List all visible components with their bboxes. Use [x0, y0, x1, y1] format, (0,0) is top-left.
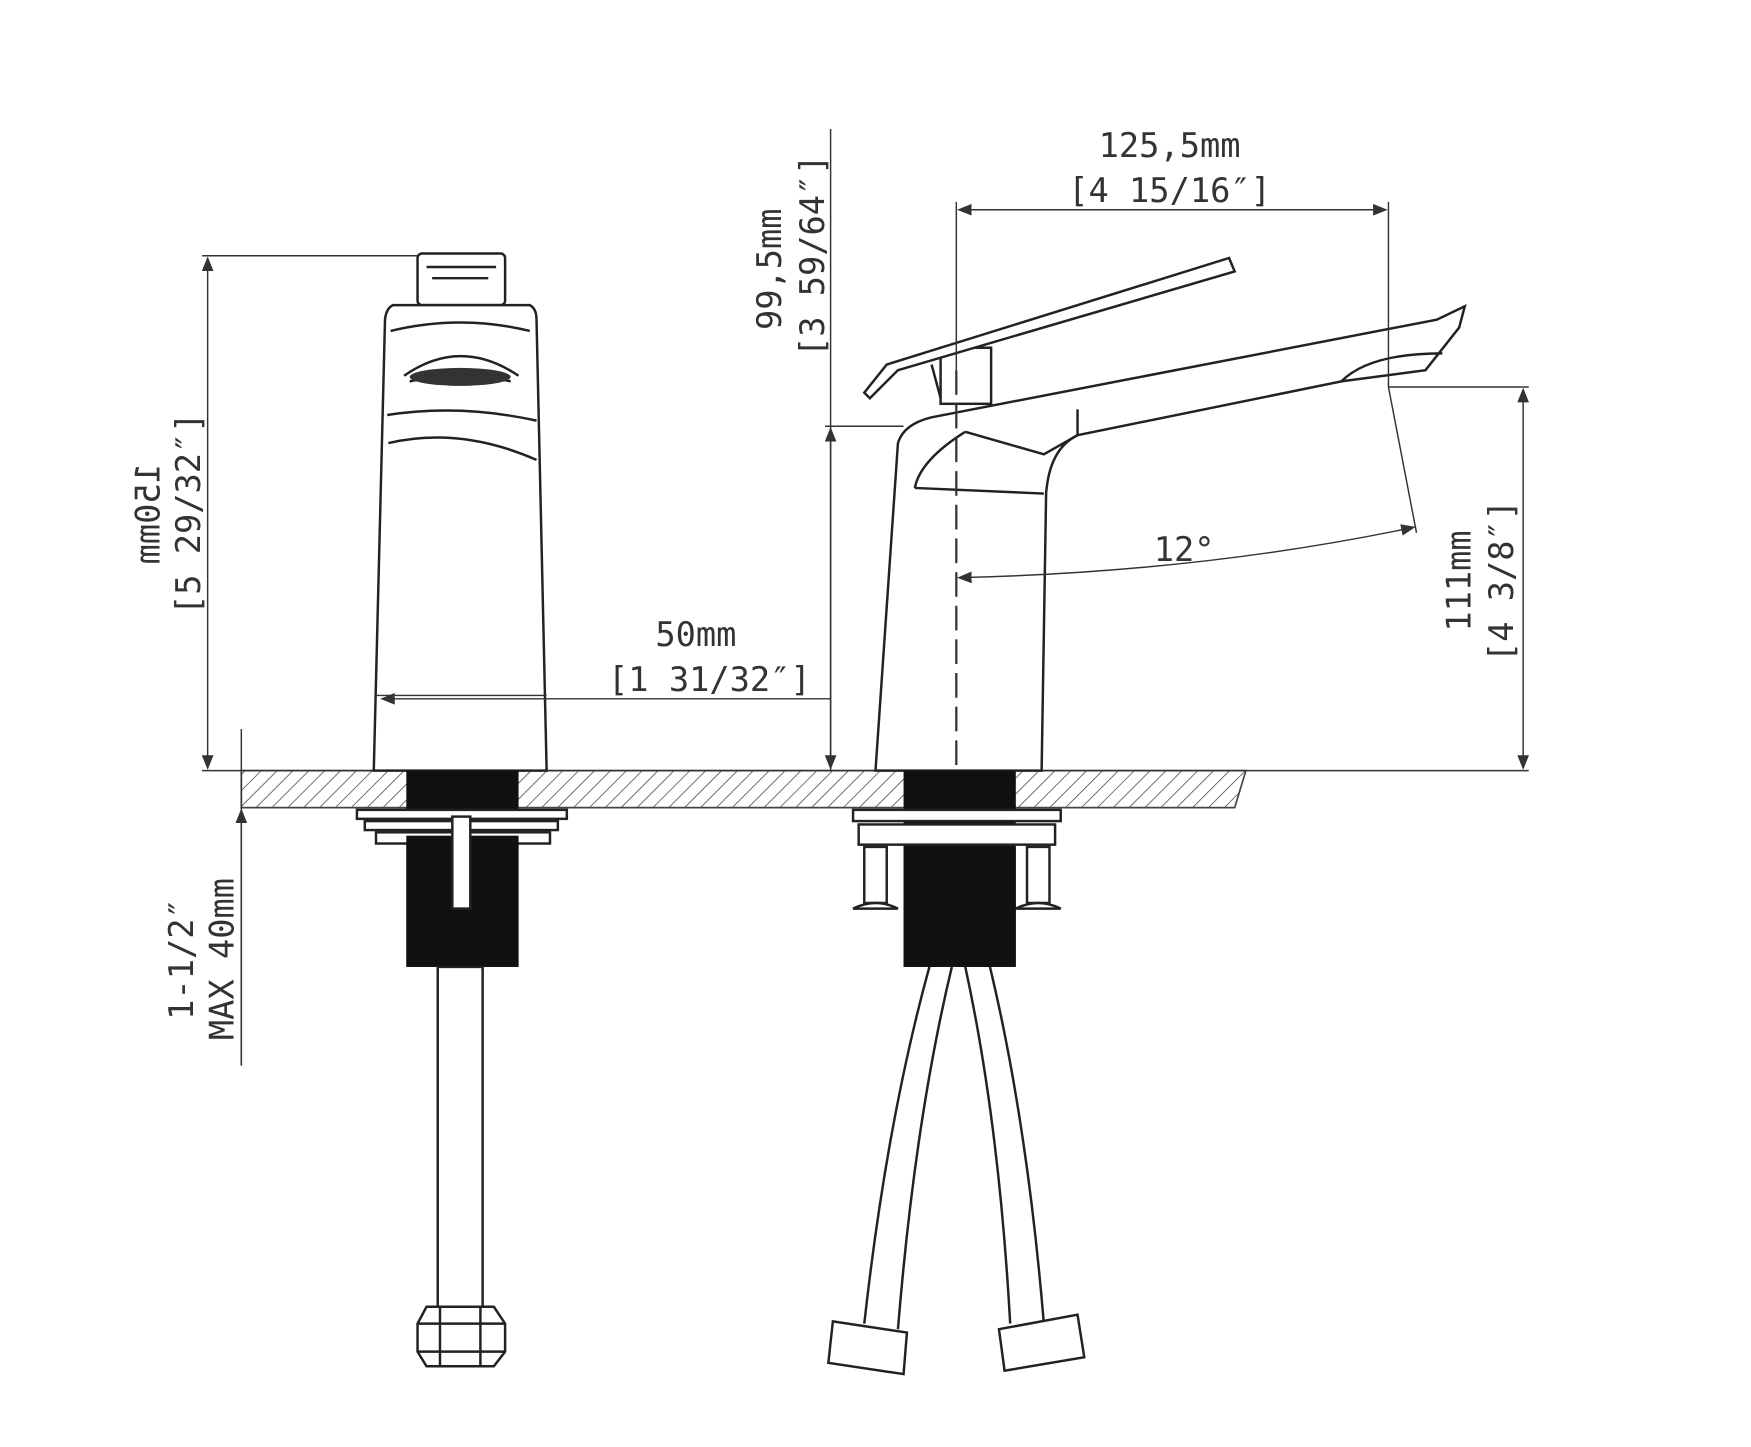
countertop — [202, 769, 1529, 809]
faucet-side-view — [827, 256, 1467, 1376]
total-height-mm: 150mm — [128, 463, 167, 564]
body-width-inch: [1 31/32″] — [608, 660, 811, 699]
handle-height-inch: [3 59/64″] — [793, 154, 832, 357]
handle-height-mm: 99,5mm — [750, 208, 789, 330]
dimension-lines — [201, 128, 1529, 1066]
spout-height-inch: [4 3/8″] — [1482, 500, 1521, 662]
spout-reach-mm: 125,5mm — [1099, 126, 1241, 165]
spout-angle: 12° — [1154, 530, 1215, 569]
max-thickness-inch: 1-1/2″ — [162, 898, 201, 1020]
total-height-inch: [5 29/32″] — [169, 412, 208, 615]
spout-reach-inch: [4 15/16″] — [1068, 171, 1271, 210]
body-width-mm: 50mm — [655, 615, 736, 654]
spout-height-mm: 111mm — [1439, 530, 1478, 631]
max-thickness-mm: MAX 40mm — [202, 878, 241, 1040]
faucet-front-view — [355, 252, 569, 1368]
